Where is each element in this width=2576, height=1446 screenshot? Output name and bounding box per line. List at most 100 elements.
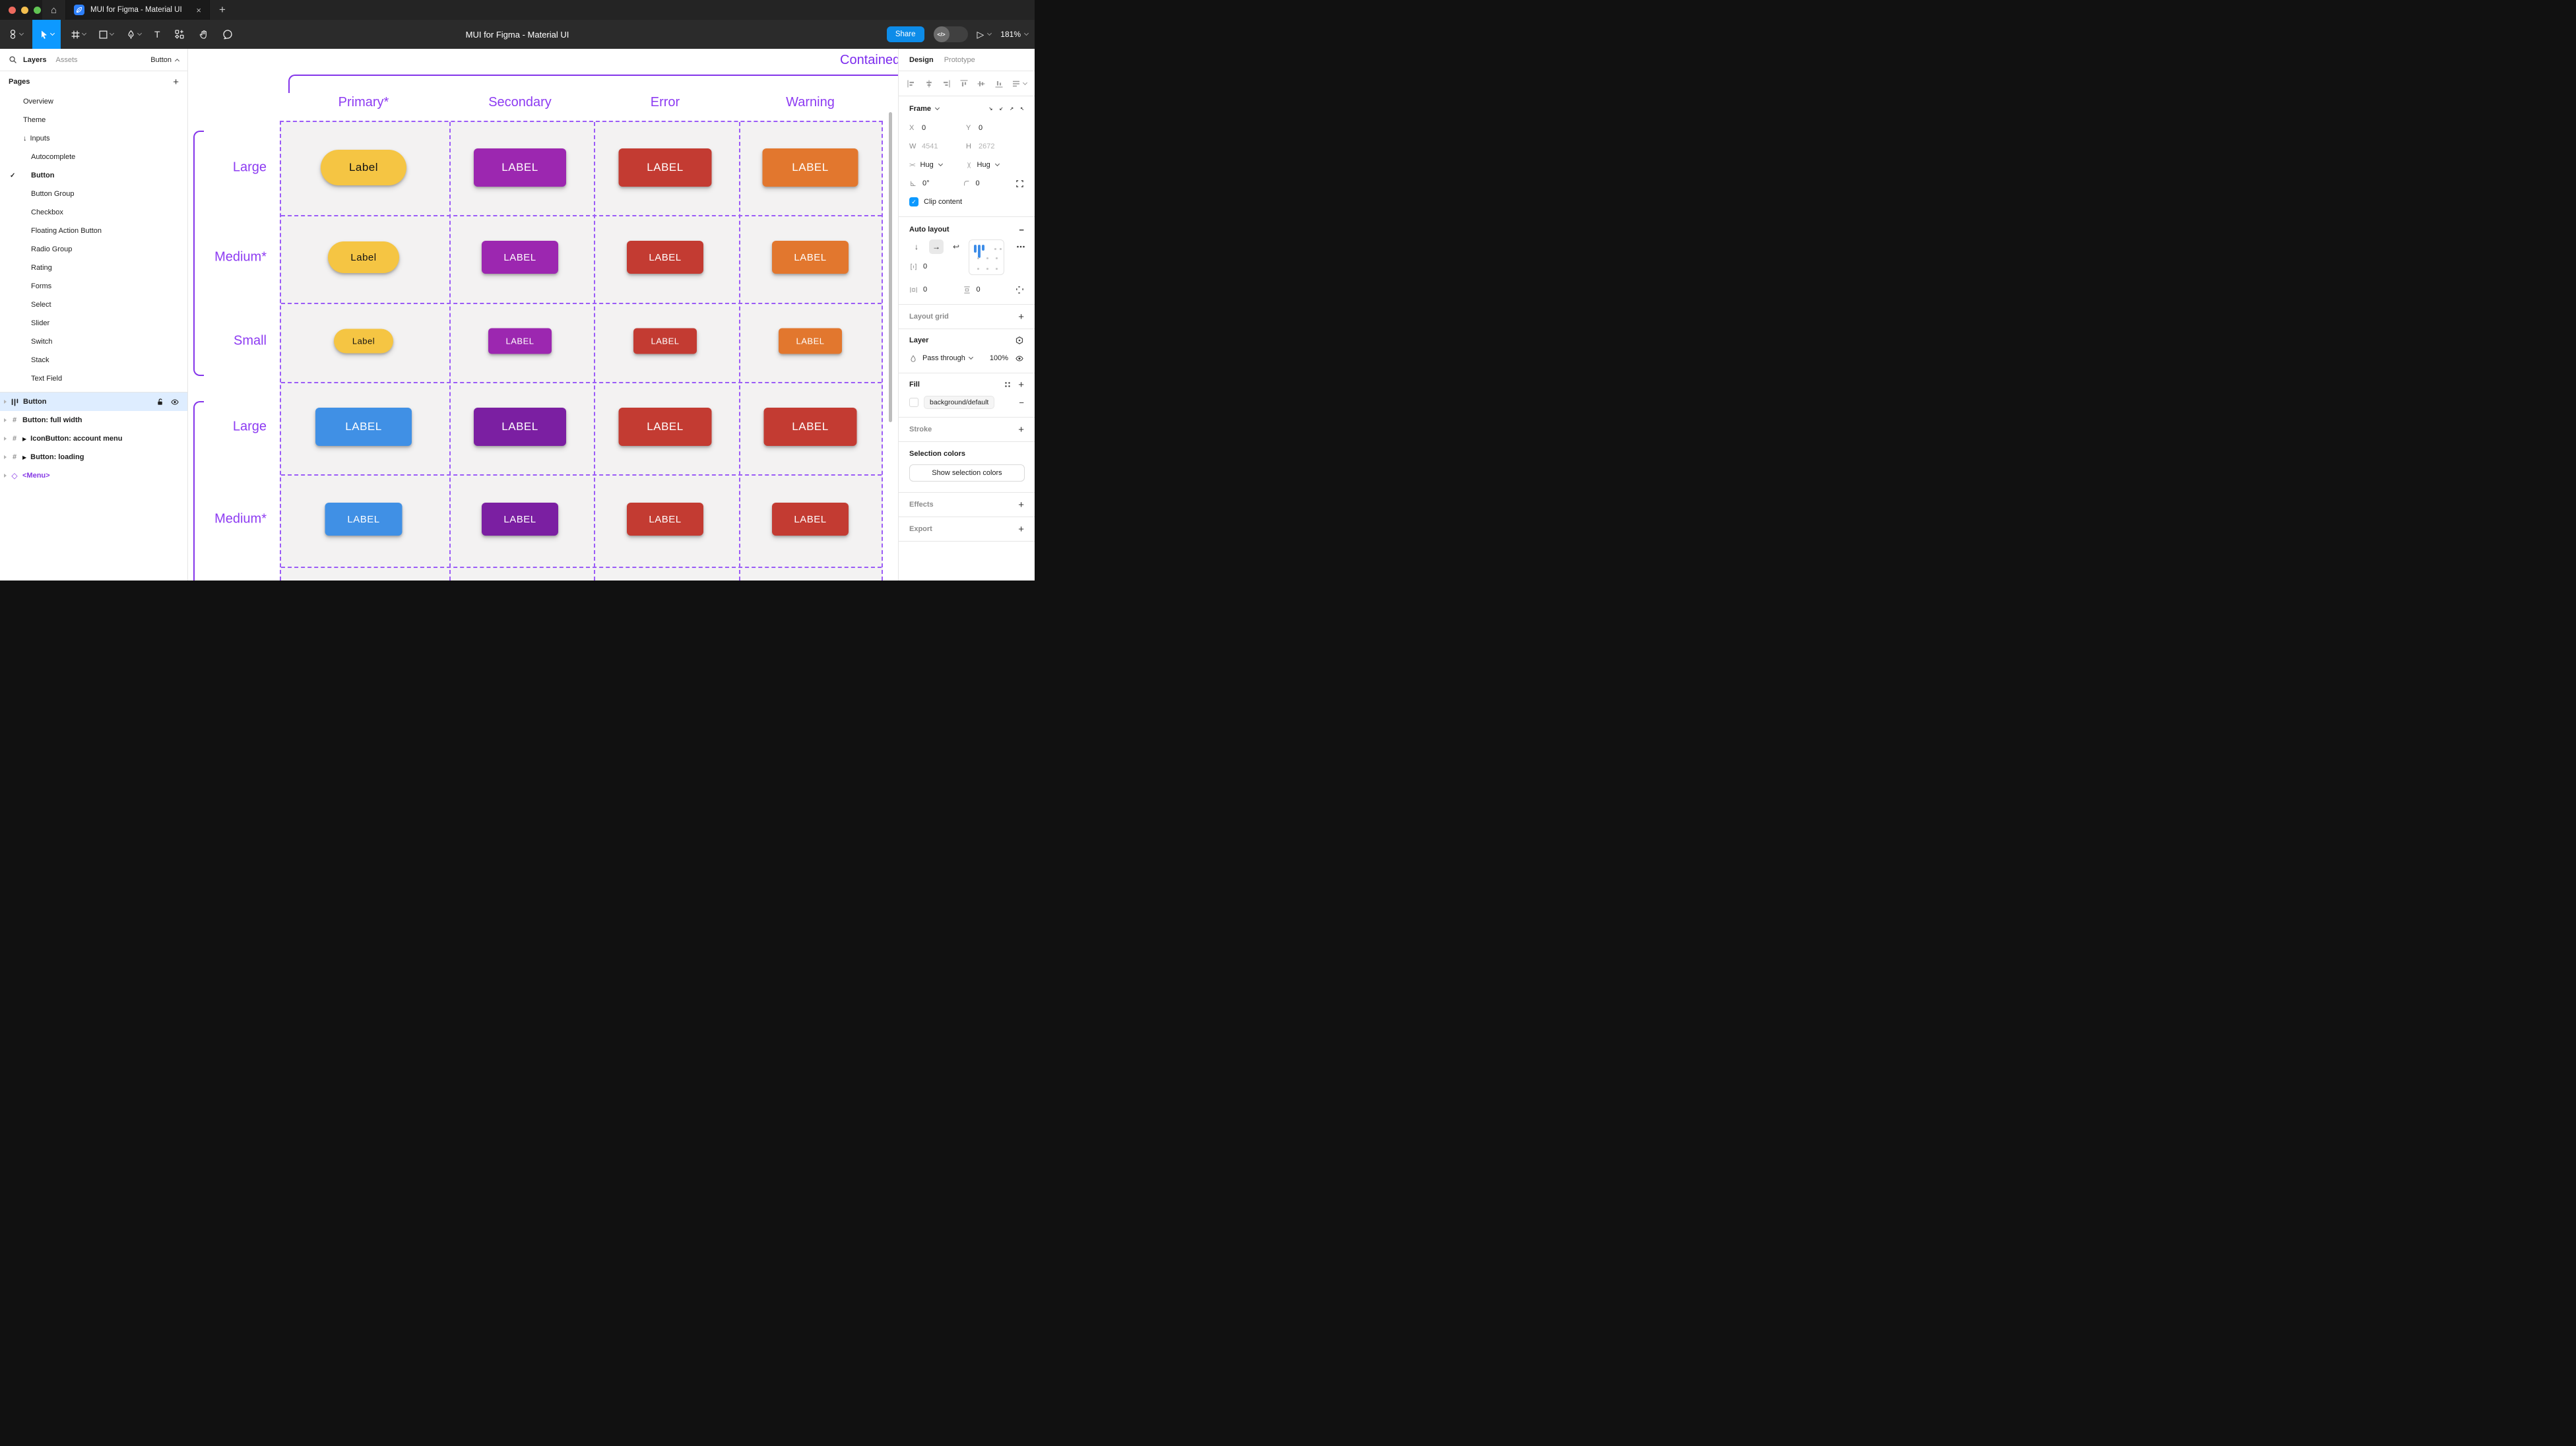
clip-content-checkbox[interactable]: ✓ bbox=[909, 197, 918, 206]
remove-auto-layout-button[interactable]: − bbox=[1019, 225, 1024, 235]
auto-layout-more-button[interactable] bbox=[1016, 245, 1025, 249]
frame-title-contained[interactable]: Contained bbox=[840, 53, 898, 68]
page-selector[interactable]: Button bbox=[150, 56, 179, 64]
y-field[interactable]: Y0 bbox=[966, 124, 1023, 132]
expand-chevron-icon[interactable] bbox=[4, 437, 7, 441]
button-error-large-2[interactable]: LABEL bbox=[619, 408, 712, 446]
present-button[interactable]: ▷ bbox=[977, 29, 992, 40]
canvas-scrollbar[interactable] bbox=[889, 112, 892, 422]
frame-tool-button[interactable] bbox=[67, 20, 90, 49]
button-error-large[interactable]: LABEL bbox=[619, 148, 712, 187]
tab-prototype[interactable]: Prototype bbox=[944, 56, 975, 64]
show-selection-colors-button[interactable]: Show selection colors bbox=[909, 464, 1025, 482]
text-tool-button[interactable]: T bbox=[150, 20, 164, 49]
align-h-center-icon[interactable] bbox=[924, 79, 934, 88]
rotation-field[interactable]: 0° bbox=[909, 179, 963, 187]
fill-token[interactable]: background/default bbox=[924, 396, 994, 409]
canvas[interactable]: Contained Primary* Secondary Error Warni… bbox=[188, 49, 898, 581]
tab-mui-for-figma[interactable]: MUI for Figma - Material UI × bbox=[66, 0, 210, 20]
add-export-button[interactable]: + bbox=[1018, 524, 1024, 535]
button-primary-medium[interactable]: Label bbox=[328, 241, 399, 273]
add-effect-button[interactable]: + bbox=[1018, 499, 1024, 511]
page-item-inputs[interactable]: ↓Inputs bbox=[0, 129, 187, 148]
page-item-theme[interactable]: Theme bbox=[0, 111, 187, 129]
shrink-to-fit-icon[interactable]: ↘↙↗↖ bbox=[989, 107, 1025, 111]
page-item-rating[interactable]: Rating bbox=[0, 259, 187, 277]
button-warning-medium[interactable]: LABEL bbox=[772, 241, 849, 274]
close-window-button[interactable] bbox=[9, 7, 16, 14]
page-item-text-field[interactable]: Text Field bbox=[0, 369, 187, 388]
frame-section-header[interactable]: Frame ↘↙↗↖ bbox=[899, 99, 1035, 119]
zoom-menu[interactable]: 181% bbox=[1000, 30, 1028, 39]
button-error-medium-2[interactable]: LABEL bbox=[627, 503, 703, 536]
layer-row-iconbutton-account-menu[interactable]: # ▶ IconButton: account menu bbox=[0, 429, 187, 448]
horizontal-padding-field[interactable]: 0 bbox=[909, 286, 963, 294]
layer-row-button-loading[interactable]: # ▶ Button: loading bbox=[0, 448, 187, 466]
align-top-icon[interactable] bbox=[959, 79, 969, 88]
button-secondary-large[interactable]: LABEL bbox=[474, 148, 566, 187]
maximize-window-button[interactable] bbox=[34, 7, 41, 14]
page-item-forms[interactable]: Forms bbox=[0, 277, 187, 296]
expand-chevron-icon[interactable] bbox=[4, 400, 7, 404]
independent-corners-button[interactable] bbox=[1015, 179, 1024, 188]
direction-wrap-button[interactable]: ↩ bbox=[949, 239, 963, 254]
button-primary-large[interactable]: Label bbox=[321, 150, 406, 185]
button-warning-medium-2[interactable]: LABEL bbox=[772, 503, 849, 536]
file-title[interactable]: MUI for Figma - Material UI bbox=[466, 30, 569, 40]
button-warning-large-2[interactable]: LABEL bbox=[764, 408, 857, 446]
styles-icon[interactable] bbox=[1004, 381, 1012, 389]
page-item-switch[interactable]: Switch bbox=[0, 332, 187, 351]
add-page-button[interactable]: + bbox=[173, 77, 179, 88]
direction-vertical-button[interactable]: ↓ bbox=[909, 239, 924, 254]
search-icon[interactable] bbox=[9, 55, 17, 64]
x-field[interactable]: X0 bbox=[909, 124, 966, 132]
layer-row-button-full-width[interactable]: # Button: full width bbox=[0, 411, 187, 429]
actions-tool-button[interactable] bbox=[170, 20, 189, 49]
move-tool-button[interactable] bbox=[32, 20, 61, 49]
button-secondary-large-2[interactable]: LABEL bbox=[474, 408, 566, 446]
home-icon[interactable]: ⌂ bbox=[42, 0, 66, 20]
add-stroke-button[interactable]: + bbox=[1018, 424, 1024, 435]
close-tab-icon[interactable]: × bbox=[196, 5, 201, 15]
page-item-button[interactable]: ✓Button bbox=[0, 166, 187, 185]
button-error-medium[interactable]: LABEL bbox=[627, 241, 703, 274]
share-button[interactable]: Share bbox=[887, 26, 924, 42]
page-item-checkbox[interactable]: Checkbox bbox=[0, 203, 187, 222]
visible-eye-icon[interactable] bbox=[170, 398, 179, 406]
button-primary-medium-2[interactable]: LABEL bbox=[325, 503, 402, 536]
align-left-icon[interactable] bbox=[907, 79, 916, 88]
button-error-small[interactable]: LABEL bbox=[633, 329, 697, 354]
button-secondary-medium-2[interactable]: LABEL bbox=[482, 503, 558, 536]
layer-row-menu-instance[interactable]: ◇ <Menu> bbox=[0, 466, 187, 485]
new-tab-button[interactable]: + bbox=[219, 3, 226, 16]
button-primary-large-2[interactable]: LABEL bbox=[315, 408, 412, 446]
width-field[interactable]: W4541 bbox=[909, 142, 966, 150]
page-item-overview[interactable]: Overview bbox=[0, 92, 187, 111]
layer-visibility-eye-icon[interactable] bbox=[1015, 354, 1024, 363]
tab-assets[interactable]: Assets bbox=[55, 56, 77, 64]
apply-variable-button[interactable] bbox=[1015, 336, 1024, 345]
comment-tool-button[interactable] bbox=[218, 20, 237, 49]
button-warning-large[interactable]: LABEL bbox=[763, 148, 858, 187]
page-item-slider[interactable]: Slider bbox=[0, 314, 187, 332]
pen-tool-button[interactable] bbox=[122, 20, 145, 49]
layer-row-button[interactable]: Button bbox=[0, 393, 187, 411]
expand-chevron-icon[interactable] bbox=[4, 455, 7, 459]
button-secondary-medium[interactable]: LABEL bbox=[482, 241, 558, 274]
page-item-select[interactable]: Select bbox=[0, 296, 187, 314]
page-item-autocomplete[interactable]: Autocomplete bbox=[0, 148, 187, 166]
height-field[interactable]: H2672 bbox=[966, 142, 1023, 150]
align-bottom-icon[interactable] bbox=[994, 79, 1004, 88]
independent-padding-button[interactable] bbox=[1015, 286, 1024, 294]
tab-layers[interactable]: Layers bbox=[23, 56, 46, 64]
tidy-up-button[interactable] bbox=[1012, 79, 1027, 88]
add-fill-button[interactable]: + bbox=[1018, 379, 1024, 391]
button-primary-small[interactable]: Label bbox=[334, 329, 393, 354]
tab-design[interactable]: Design bbox=[909, 56, 934, 64]
corner-radius-field[interactable]: 0 bbox=[963, 179, 1016, 187]
page-item-stack[interactable]: Stack bbox=[0, 351, 187, 369]
page-item-fab[interactable]: Floating Action Button bbox=[0, 222, 187, 240]
blend-mode-select[interactable]: Pass through bbox=[922, 354, 973, 362]
direction-horizontal-button[interactable]: → bbox=[929, 239, 944, 254]
expand-chevron-icon[interactable] bbox=[4, 474, 7, 478]
